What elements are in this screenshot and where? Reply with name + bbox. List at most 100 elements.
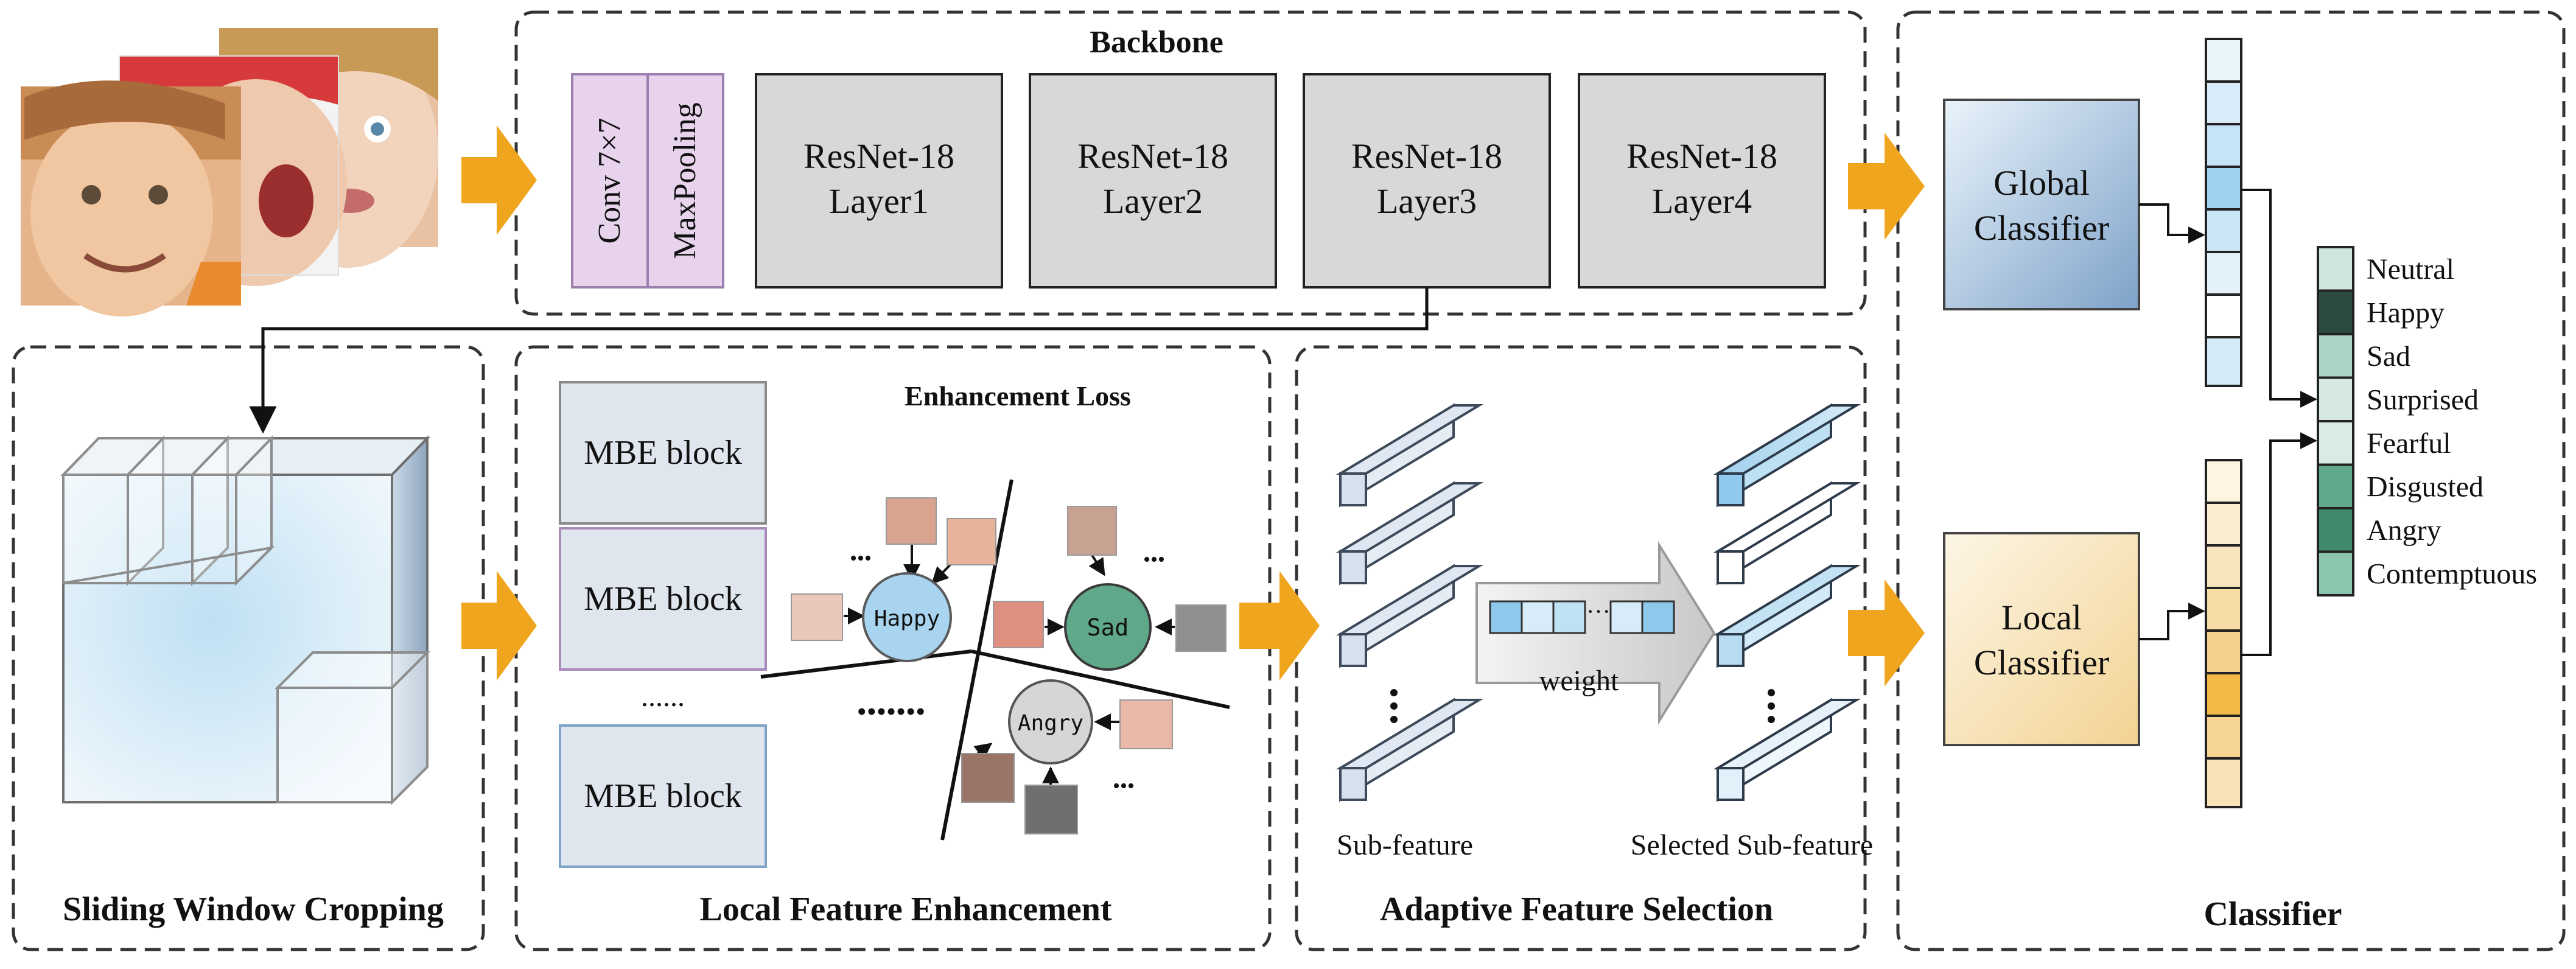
- local-classifier-line2: Classifier: [1974, 643, 2109, 682]
- conv-label: Conv 7×7: [592, 117, 627, 243]
- classifier-section: [1896, 10, 2566, 951]
- angry-label: Angry: [1018, 711, 1083, 736]
- angry-face-thumb-3: [1024, 785, 1078, 834]
- global-classifier-line2: Classifier: [1974, 208, 2109, 248]
- happy-cluster: Happy •••: [791, 497, 996, 662]
- mbe-block-3-label: MBE block: [584, 777, 742, 815]
- conv-block: Conv 7×7: [571, 73, 649, 289]
- global-output-vector: [2205, 38, 2242, 387]
- emotion-cell: [2317, 550, 2354, 596]
- weight-cell-3: [1552, 600, 1586, 634]
- sub-feature-label: Sub-feature: [1337, 829, 1473, 861]
- mbe-ellipsis: ......: [641, 680, 685, 713]
- emotion-label: Sad: [2367, 340, 2410, 373]
- arrow-input-to-backbone: [461, 125, 537, 235]
- happy-label: Happy: [874, 606, 940, 631]
- emotion-cell: [2317, 246, 2354, 292]
- selected-block-1: [1713, 403, 1861, 508]
- mbe-block-3: MBE block: [559, 724, 767, 868]
- happy-more-dots: •••: [850, 547, 872, 570]
- sad-cluster: Sad •••: [993, 506, 1227, 671]
- weight-cell-1: [1489, 600, 1523, 634]
- local-to-vector-connector: [2139, 603, 2205, 640]
- face-photo-front: [21, 80, 241, 317]
- selected-block-3: [1713, 564, 1861, 668]
- sad-face-thumb-1: [1067, 506, 1117, 556]
- emotion-cell: [2317, 376, 2354, 422]
- emotion-cell: [2317, 507, 2354, 553]
- selected-sub-feature-stack: [1713, 403, 1861, 802]
- resnet-layer1-line2: Layer1: [829, 181, 929, 221]
- resnet-layer3-line1: ResNet-18: [1351, 136, 1502, 176]
- local-output-vector: [2205, 459, 2242, 808]
- sliding-window-section: [12, 345, 485, 951]
- sad-face-thumb-3: [1175, 604, 1227, 652]
- selected-block-4: [1713, 698, 1861, 802]
- happy-face-thumb-2: [947, 518, 996, 565]
- selected-vertical-dots: [1768, 689, 1775, 723]
- resnet-layer2-line2: Layer2: [1103, 181, 1203, 221]
- angry-cluster: Angry •••: [961, 679, 1173, 834]
- weight-cell-2: [1521, 600, 1555, 634]
- maxpool-label: MaxPooling: [668, 102, 702, 259]
- happy-face-thumb-3: [791, 593, 843, 641]
- emotion-cell: [2317, 333, 2354, 379]
- sub-feature-block-2: [1335, 481, 1484, 586]
- weight-cells-ellipsis: ···: [1586, 598, 1611, 625]
- angry-more-dots: •••: [1113, 775, 1135, 797]
- decision-boundaries: [760, 479, 1230, 841]
- emotion-label: Neutral: [2367, 253, 2454, 285]
- sub-feature-vertical-dots: [1390, 689, 1398, 723]
- global-classifier-box: Global Classifier: [1943, 99, 2140, 310]
- sad-more-dots: •••: [1143, 548, 1165, 571]
- emotion-cell: [2317, 463, 2354, 509]
- sub-feature-block-4: [1335, 698, 1484, 802]
- arrow-local-to-adaptive: [1239, 571, 1320, 680]
- emotion-label: Disgusted: [2367, 471, 2483, 503]
- mbe-block-1-label: MBE block: [584, 434, 742, 472]
- feature-cube: [60, 435, 430, 805]
- global-vector-to-output: [2241, 189, 2317, 408]
- sub-feature-stack: [1335, 403, 1484, 802]
- global-classifier-line1: Global: [1993, 163, 2090, 203]
- happy-node: [862, 572, 952, 662]
- weight-cell-4: [1609, 600, 1643, 634]
- selected-sub-feature-label: Selected Sub-feature: [1631, 829, 1873, 861]
- classifier-title: Classifier: [2203, 895, 2342, 933]
- sliding-window-crops: [60, 435, 275, 586]
- enhancement-loss-title: Enhancement Loss: [905, 380, 1131, 411]
- arrow-adaptive-to-local-classifier: [1848, 579, 1925, 687]
- emotion-cell: [2317, 420, 2354, 466]
- local-classifier-line1: Local: [2001, 598, 2082, 637]
- arrow-crop-to-local: [461, 571, 537, 680]
- resnet-layer4-line1: ResNet-18: [1626, 136, 1777, 176]
- sub-feature-block-3: [1335, 564, 1484, 668]
- mbe-block-1: MBE block: [559, 381, 767, 525]
- local-feature-title: Local Feature Enhancement: [699, 890, 1111, 928]
- angry-node: [1008, 679, 1093, 764]
- sad-label: Sad: [1087, 614, 1129, 641]
- more-clusters-dots: •••••••: [857, 696, 926, 727]
- angry-face-thumb-2: [961, 753, 1015, 803]
- local-vector-to-output: [2241, 432, 2317, 656]
- emotion-label: Surprised: [2367, 383, 2479, 416]
- maxpool-block: MaxPooling: [646, 73, 724, 289]
- angry-face-thumb-1: [1119, 699, 1173, 749]
- emotion-label: Angry: [2367, 514, 2441, 547]
- backbone-title: Backbone: [1090, 25, 1223, 60]
- input-face-images: [21, 28, 438, 317]
- resnet-layer1-line1: ResNet-18: [803, 136, 954, 176]
- layer3-to-crop-connector: [249, 287, 1429, 434]
- arrow-backbone-to-global: [1848, 133, 1925, 240]
- adaptive-title: Adaptive Feature Selection: [1380, 890, 1773, 928]
- resnet-layer4-block: ResNet-18 Layer4: [1578, 73, 1826, 289]
- corner-crop-cube: [275, 649, 430, 805]
- weight-cell-5: [1641, 600, 1675, 634]
- resnet-layer3-line2: Layer3: [1377, 181, 1477, 221]
- emotion-label: Contemptuous: [2367, 558, 2537, 590]
- weight-arrow: ··· weight: [1475, 541, 1716, 725]
- sad-face-thumb-2: [993, 601, 1044, 648]
- resnet-layer2-block: ResNet-18 Layer2: [1029, 73, 1277, 289]
- resnet-layer1-block: ResNet-18 Layer1: [755, 73, 1003, 289]
